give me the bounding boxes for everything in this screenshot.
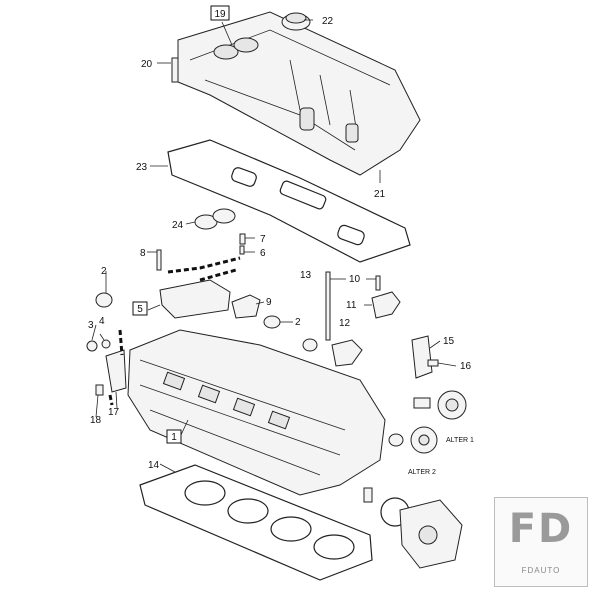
cam-position-unit-alter-2 bbox=[388, 426, 438, 454]
callout-6: 6 bbox=[260, 248, 266, 259]
cam-cap-11 bbox=[371, 291, 401, 319]
fdauto-logo: FD FDAUTO bbox=[494, 497, 588, 587]
svg-text:5: 5 bbox=[137, 304, 143, 315]
plug-3 bbox=[86, 340, 98, 352]
bracket-17 bbox=[105, 349, 127, 393]
callout-5: 5 bbox=[132, 301, 148, 316]
callout-2a: 2 bbox=[101, 266, 107, 277]
cam-bearing-cap-5 bbox=[159, 279, 231, 319]
callout-22: 22 bbox=[322, 16, 334, 27]
callout-17: 17 bbox=[108, 407, 120, 418]
seal-2c bbox=[302, 338, 318, 352]
callout-21: 21 bbox=[374, 189, 386, 200]
leader-lines bbox=[91, 19, 457, 473]
bolt-13 bbox=[325, 271, 331, 341]
callout-2b: 2 bbox=[295, 317, 301, 328]
logo-name: FDAUTO bbox=[521, 566, 561, 575]
bolt-10 bbox=[375, 275, 381, 291]
callout-11: 11 bbox=[346, 300, 357, 311]
bracket-dash bbox=[108, 329, 124, 406]
plug-4 bbox=[101, 339, 111, 349]
seal-2b bbox=[263, 315, 281, 329]
callout-18: 18 bbox=[90, 415, 102, 426]
callout-4: 4 bbox=[99, 316, 105, 327]
cover-stud bbox=[171, 57, 179, 83]
callout-8: 8 bbox=[140, 248, 146, 259]
callout-1: 1 bbox=[166, 429, 182, 444]
callout-7: 7 bbox=[260, 234, 266, 245]
callout-23: 23 bbox=[136, 162, 148, 173]
cylinder-head bbox=[127, 329, 386, 496]
valve-cover-gasket bbox=[167, 139, 411, 263]
bolt-16 bbox=[427, 359, 439, 367]
svg-text:1: 1 bbox=[171, 432, 177, 443]
cam-position-unit-alter-1 bbox=[413, 390, 467, 420]
pin-6 bbox=[239, 245, 245, 255]
callout-20: 20 bbox=[141, 59, 153, 70]
bolt-8 bbox=[156, 249, 162, 271]
callout-24: 24 bbox=[172, 220, 184, 231]
cam-cap-12 bbox=[331, 339, 363, 367]
bolt-7 bbox=[239, 233, 246, 245]
callout-15: 15 bbox=[443, 336, 455, 347]
vacuum-pump bbox=[363, 487, 463, 569]
tube-seals bbox=[194, 208, 236, 230]
callout-12: 12 bbox=[339, 318, 351, 329]
callout-14: 14 bbox=[148, 460, 160, 471]
svg-text:19: 19 bbox=[214, 9, 226, 20]
callout-19: 19 bbox=[210, 5, 230, 21]
spark-plug-seal-2 bbox=[279, 180, 327, 210]
oil-filler-cap bbox=[281, 12, 311, 31]
valve-cover bbox=[177, 11, 421, 176]
callout-13: 13 bbox=[300, 270, 312, 281]
cam-bearing-cap-9 bbox=[231, 294, 261, 319]
lifting-eye-15 bbox=[411, 335, 433, 379]
label-alter-1: ALTER 1 bbox=[446, 437, 474, 444]
logo-mark: FD bbox=[508, 506, 574, 552]
callout-9: 9 bbox=[266, 297, 272, 308]
spark-plug-seal bbox=[231, 167, 257, 187]
bolt-pattern-dash bbox=[167, 256, 241, 282]
spark-plug-seal-3 bbox=[337, 224, 365, 246]
cylinder-head-gasket bbox=[139, 464, 373, 581]
callout-3: 3 bbox=[88, 320, 94, 331]
callout-16: 16 bbox=[460, 361, 472, 372]
seal-2a bbox=[95, 292, 113, 308]
label-alter-2: ALTER 2 bbox=[408, 469, 436, 476]
bolt-18 bbox=[95, 384, 104, 396]
callout-10: 10 bbox=[349, 274, 361, 285]
